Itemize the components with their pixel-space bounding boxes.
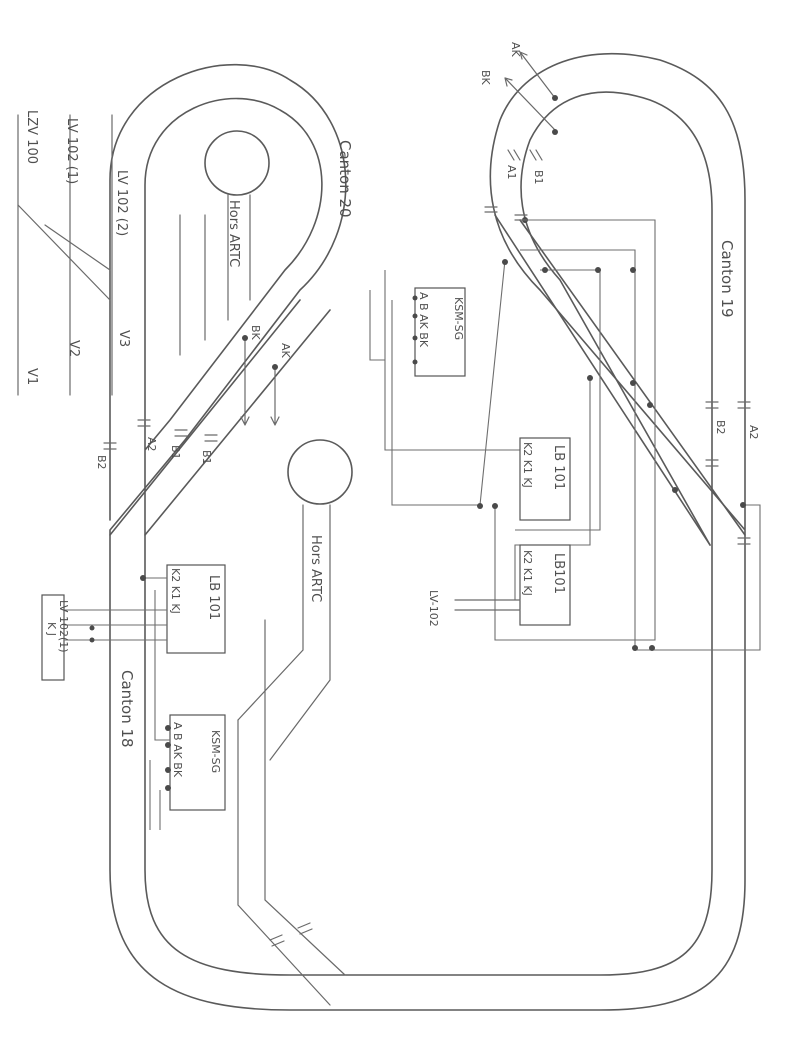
label-b1-top: B1 bbox=[532, 170, 545, 185]
lv102-box-title: LV 102(1) bbox=[57, 600, 70, 653]
arrow-bk-mid bbox=[240, 339, 250, 426]
lb101-left-pins: K2 K1 KJ bbox=[169, 568, 182, 614]
lb101-upper-box bbox=[519, 437, 571, 521]
lb101-lower-title: LB101 bbox=[551, 553, 566, 594]
label-a2-right: A2 bbox=[747, 425, 760, 440]
diag-track-left-1 bbox=[109, 299, 301, 536]
hors-artc-bottom-track-3 bbox=[264, 619, 346, 976]
isolation-marks bbox=[103, 149, 751, 947]
lv102-box bbox=[41, 594, 65, 681]
label-bk-top: BK bbox=[479, 70, 492, 86]
label-lv102-arrow: LV-102 bbox=[427, 590, 440, 627]
turntable-bottom bbox=[287, 439, 353, 505]
label-a2-left: A2 bbox=[145, 437, 158, 452]
wire-upper-right-7 bbox=[384, 270, 520, 451]
outer-track-loop bbox=[109, 52, 746, 1011]
lb101-lower-pins: K2 K1 KJ bbox=[521, 550, 534, 596]
hors-artc-bottom-track-1 bbox=[269, 504, 331, 761]
legend-diag-1 bbox=[17, 204, 111, 301]
wire-upper-right-6 bbox=[369, 290, 385, 361]
label-bk-mid: BK bbox=[249, 325, 262, 341]
lb101-left-title: LB 101 bbox=[206, 575, 221, 620]
legend-v2: V2 bbox=[66, 340, 81, 357]
lb101-left-box bbox=[166, 564, 226, 654]
legend-lv100: LZV 100 bbox=[24, 110, 39, 164]
legend-v3: V3 bbox=[116, 330, 131, 347]
canton-19-label: Canton 19 bbox=[718, 240, 736, 318]
ksm-top-pins: A B AK BK bbox=[417, 292, 430, 348]
legend-lv102-1: LV 102 (1) bbox=[64, 118, 79, 184]
diag-track-right-2 bbox=[519, 219, 746, 536]
diag-track-left-2 bbox=[144, 309, 331, 536]
arrow-ak-top bbox=[519, 51, 556, 99]
ksm-bottom-title: KSM-SG bbox=[209, 730, 222, 773]
label-b2-right: B2 bbox=[714, 420, 727, 435]
wire-upper-right-3 bbox=[515, 269, 601, 531]
arrow-lv102 bbox=[454, 599, 521, 611]
legend-v1: V1 bbox=[24, 368, 39, 385]
wire-upper-right-2 bbox=[520, 249, 761, 651]
canton-18-label: Canton 18 bbox=[118, 670, 136, 748]
lv102-box-pins: K J bbox=[45, 622, 58, 636]
lb101-lower-box bbox=[519, 544, 571, 626]
label-b1-left2: B1 bbox=[200, 450, 213, 465]
wire-left-5 bbox=[154, 590, 170, 741]
ksm-bottom-box bbox=[169, 714, 226, 811]
ksm-bottom-pins: A B AK BK bbox=[171, 722, 184, 778]
hors-artc-bottom-track-2 bbox=[237, 504, 304, 721]
hors-artc-top-label: Hors ARTC bbox=[226, 200, 241, 267]
ksm-top-title: KSM-SG bbox=[452, 297, 465, 340]
arrow-ak-mid bbox=[270, 369, 280, 426]
lb101-upper-pins: K2 K1 KJ bbox=[521, 442, 534, 488]
junction-dots bbox=[89, 95, 746, 791]
turntable-top bbox=[204, 130, 270, 196]
lb101-upper-title: LB 101 bbox=[551, 445, 566, 490]
diag-track-right-1 bbox=[494, 214, 711, 546]
label-ak-mid: AK bbox=[279, 343, 292, 359]
wire-upper-right-5 bbox=[391, 259, 506, 506]
canton-20-label: Canton 20 bbox=[336, 140, 354, 218]
wire-upper-right-1 bbox=[494, 219, 656, 641]
ksm-top-box bbox=[414, 287, 466, 377]
hors-artc-bottom-track-4 bbox=[237, 719, 331, 1006]
legend-diag-2 bbox=[44, 224, 111, 271]
inner-track-loop bbox=[144, 91, 713, 976]
hors-artc-bottom-label: Hors ARTC bbox=[308, 535, 323, 602]
label-b2-left: B2 bbox=[95, 455, 108, 470]
label-a1-top: A1 bbox=[505, 165, 518, 180]
label-b1-left: B1 bbox=[169, 445, 182, 460]
legend-lv102-2: LV 102 (2) bbox=[114, 170, 129, 236]
label-ak-top: AK bbox=[509, 42, 522, 58]
arrow-bk-top bbox=[504, 77, 556, 131]
